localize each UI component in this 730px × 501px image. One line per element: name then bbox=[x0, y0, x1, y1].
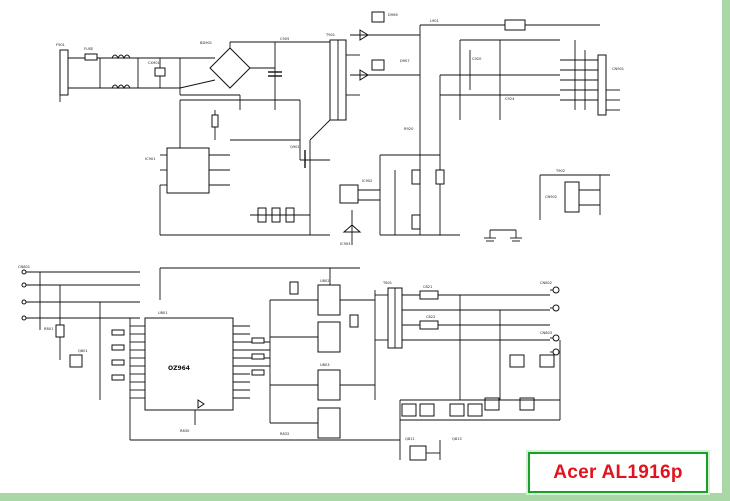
svg-text:Q801: Q801 bbox=[78, 349, 88, 353]
title-block: Acer AL1916p bbox=[528, 452, 708, 493]
svg-text:R801: R801 bbox=[44, 327, 53, 331]
svg-text:BD901: BD901 bbox=[200, 41, 212, 45]
mosfet-driver-3 bbox=[317, 369, 341, 401]
bridge-rectifier bbox=[209, 47, 251, 89]
pwm-ic-upper bbox=[166, 147, 210, 194]
svg-text:IC903: IC903 bbox=[340, 242, 350, 246]
svg-text:CN803: CN803 bbox=[540, 331, 552, 335]
enable-transistor bbox=[69, 354, 83, 368]
mosfet-driver-4 bbox=[317, 407, 341, 439]
optocoupler bbox=[339, 184, 359, 204]
svg-text:C905: C905 bbox=[280, 37, 289, 41]
svg-text:U801: U801 bbox=[158, 311, 168, 315]
svg-text:Q813: Q813 bbox=[452, 437, 462, 441]
svg-text:T901: T901 bbox=[325, 33, 335, 37]
svg-text:R832: R832 bbox=[280, 432, 289, 436]
inverter-section: OZ964 bbox=[18, 265, 561, 461]
svg-text:CN901: CN901 bbox=[612, 67, 624, 71]
svg-text:D907: D907 bbox=[400, 59, 410, 63]
ic-pins-right bbox=[233, 325, 270, 399]
svg-text:T801: T801 bbox=[382, 281, 392, 285]
svg-text:IC901: IC901 bbox=[145, 157, 155, 161]
output-inductor bbox=[504, 19, 526, 31]
svg-text:C822: C822 bbox=[426, 315, 435, 319]
svg-text:F901: F901 bbox=[56, 43, 65, 47]
pwm-controller-ic bbox=[144, 317, 234, 411]
ic-pins-left bbox=[130, 325, 145, 399]
pwm-controller-label: OZ964 bbox=[168, 365, 190, 372]
lamp-connectors bbox=[550, 286, 560, 356]
svg-text:L901: L901 bbox=[430, 19, 439, 23]
protection-transistors bbox=[401, 354, 555, 417]
standby-transformer bbox=[564, 181, 580, 213]
line-filter bbox=[111, 54, 131, 60]
svg-text:R920: R920 bbox=[404, 127, 414, 131]
svg-text:CN802: CN802 bbox=[540, 281, 552, 285]
svg-text:C924: C924 bbox=[505, 97, 515, 101]
mosfet-driver-1 bbox=[317, 284, 341, 316]
fuse bbox=[84, 53, 98, 61]
svg-text:CX901: CX901 bbox=[148, 61, 160, 65]
power-supply-section: F901 FUSE CX901 BD901 C905 T901 D906 D90… bbox=[56, 11, 624, 246]
svg-text:C920: C920 bbox=[472, 57, 482, 61]
regulator bbox=[409, 445, 427, 461]
svg-text:C821: C821 bbox=[423, 285, 432, 289]
svg-text:IC902: IC902 bbox=[362, 179, 372, 183]
svg-text:U802: U802 bbox=[320, 279, 330, 283]
svg-text:FUSE: FUSE bbox=[84, 47, 94, 51]
output-connector bbox=[597, 54, 607, 116]
svg-text:U803: U803 bbox=[320, 363, 330, 367]
svg-text:R830: R830 bbox=[180, 429, 190, 433]
svg-text:T902: T902 bbox=[555, 169, 565, 173]
input-pin bbox=[21, 269, 27, 275]
model-title: Acer AL1916p bbox=[553, 461, 683, 483]
svg-text:CN902: CN902 bbox=[545, 195, 557, 199]
ac-input-connector bbox=[59, 49, 69, 96]
ground-symbol bbox=[484, 229, 522, 242]
svg-text:CN801: CN801 bbox=[18, 265, 30, 269]
svg-text:Q901: Q901 bbox=[290, 145, 300, 149]
svg-text:Q811: Q811 bbox=[405, 437, 415, 441]
mosfet-driver-2 bbox=[317, 321, 341, 353]
svg-text:D906: D906 bbox=[388, 13, 398, 17]
